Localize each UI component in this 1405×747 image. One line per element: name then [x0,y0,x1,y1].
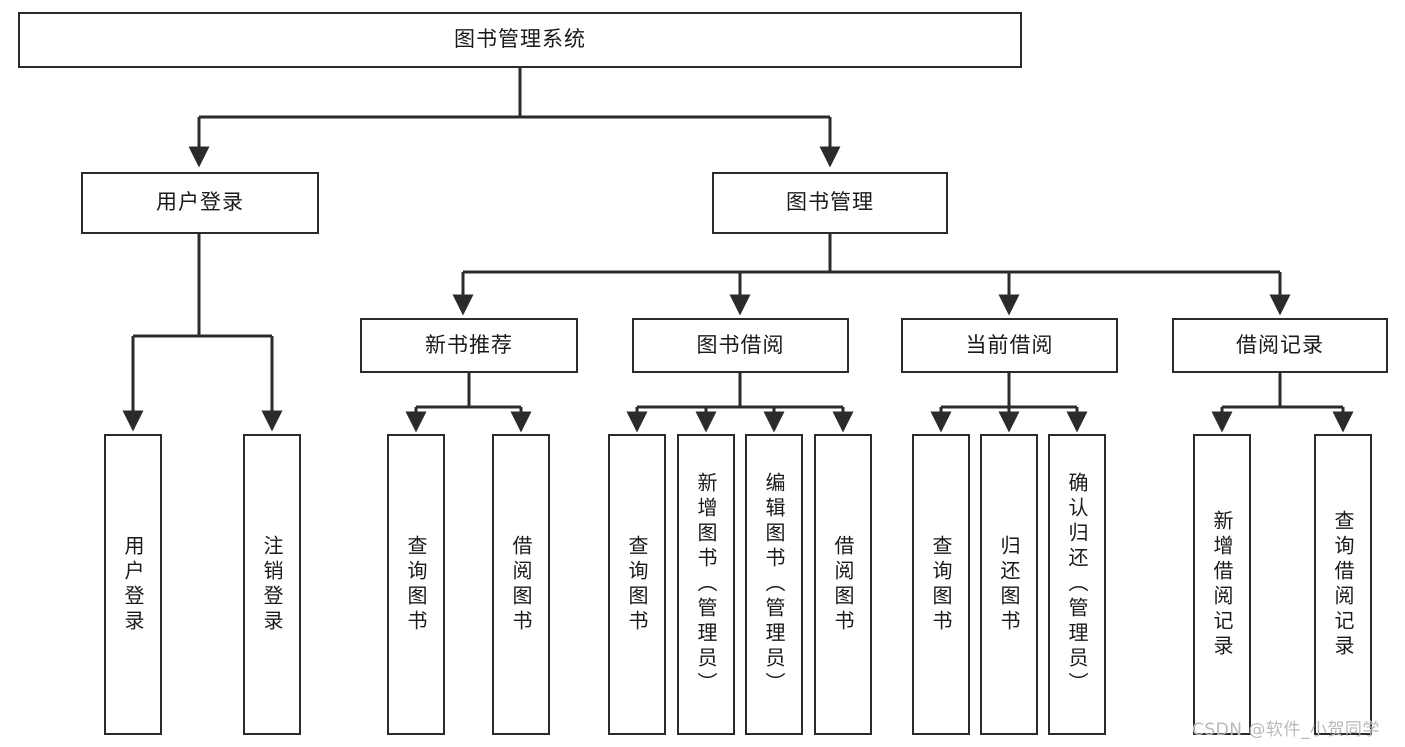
leaf-node-borrow-book-rec[interactable]: 借阅图书 [492,434,550,735]
leaf-label: 注销登录 [260,534,284,635]
watermark-text: CSDN @软件_小贺同学 [1192,720,1380,740]
node-label: 图书借阅 [696,332,785,357]
leaf-label: 查询图书 [929,534,953,635]
node-book-borrow[interactable]: 图书借阅 [632,318,849,373]
leaf-label: 新增图书（管理员） [694,472,718,697]
node-new-book-recommend[interactable]: 新书推荐 [360,318,578,373]
node-label: 当前借阅 [965,332,1054,357]
leaf-node-query-book-current[interactable]: 查询图书 [912,434,970,735]
leaf-node-borrow-book[interactable]: 借阅图书 [814,434,872,735]
node-current-borrow[interactable]: 当前借阅 [901,318,1118,373]
leaf-node-return-book[interactable]: 归还图书 [980,434,1038,735]
node-book-manage[interactable]: 图书管理 [712,172,948,234]
leaf-label: 用户登录 [121,534,145,635]
leaf-label: 查询图书 [404,534,428,635]
leaf-node-confirm-return-admin[interactable]: 确认归还（管理员） [1048,434,1106,735]
leaf-node-query-book-borrow[interactable]: 查询图书 [608,434,666,735]
leaf-node-add-borrow-record[interactable]: 新增借阅记录 [1193,434,1251,735]
node-label: 图书管理系统 [454,27,586,52]
node-label: 新书推荐 [425,332,513,357]
leaf-label: 借阅图书 [509,534,533,635]
leaf-label: 编辑图书（管理员） [762,472,786,697]
leaf-label: 借阅图书 [831,534,855,635]
node-label: 图书管理 [786,190,874,215]
leaf-node-add-book-admin[interactable]: 新增图书（管理员） [677,434,735,735]
leaf-node-query-borrow-record[interactable]: 查询借阅记录 [1314,434,1372,735]
leaf-label: 归还图书 [997,534,1021,635]
node-borrow-record[interactable]: 借阅记录 [1172,318,1388,373]
leaf-label: 查询借阅记录 [1331,509,1355,660]
node-label: 用户登录 [156,190,244,215]
leaf-label: 新增借阅记录 [1210,509,1234,660]
leaf-node-query-book-rec[interactable]: 查询图书 [387,434,445,735]
node-user-login[interactable]: 用户登录 [81,172,319,234]
leaf-node-edit-book-admin[interactable]: 编辑图书（管理员） [745,434,803,735]
leaf-node-user-login[interactable]: 用户登录 [104,434,162,735]
leaf-node-logout[interactable]: 注销登录 [243,434,301,735]
leaf-label: 查询图书 [625,534,649,635]
node-root-book-management-system[interactable]: 图书管理系统 [18,12,1022,68]
leaf-label: 确认归还（管理员） [1065,472,1089,697]
node-label: 借阅记录 [1236,332,1324,357]
